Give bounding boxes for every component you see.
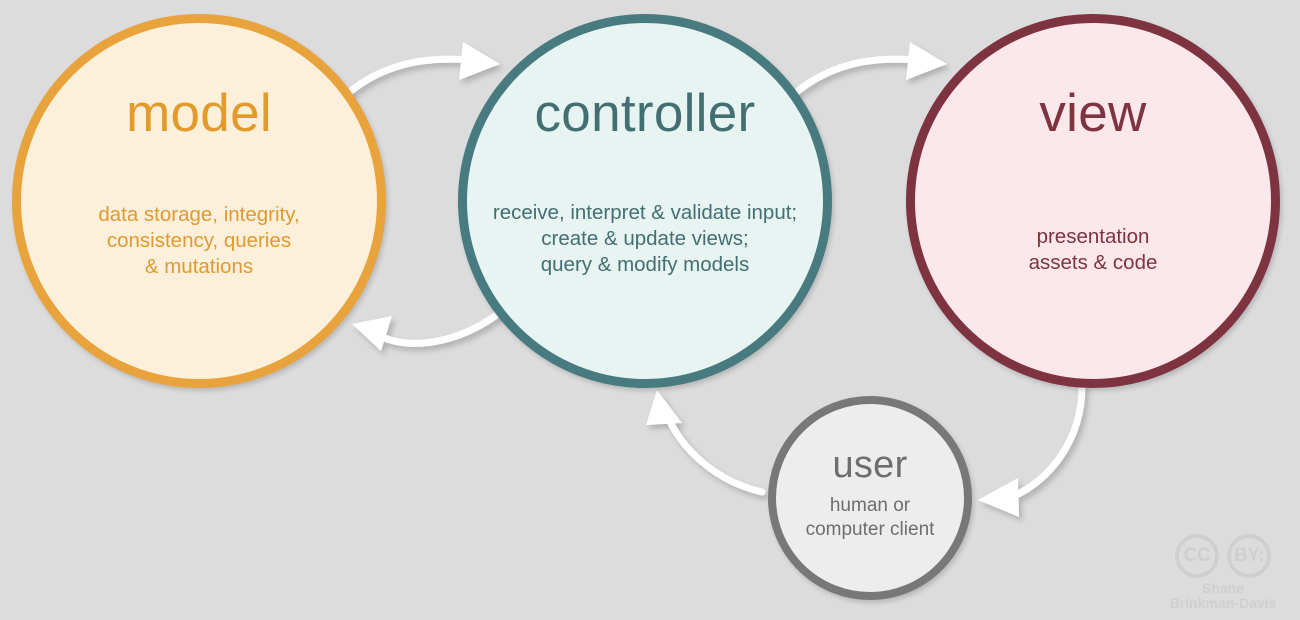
node-user[interactable]: user human or computer client bbox=[768, 396, 972, 600]
node-user-description: human or computer client bbox=[805, 495, 935, 541]
arrow-user-to-controller bbox=[646, 390, 766, 496]
node-user-title: user bbox=[832, 444, 908, 486]
arrow-controller-to-view bbox=[789, 42, 947, 99]
author-name-line2: Brinkman-Davis bbox=[1169, 595, 1277, 612]
node-view-title: view bbox=[1039, 84, 1147, 143]
node-model-description: data storage, integrity, consistency, qu… bbox=[98, 203, 300, 279]
arrow-model-to-controller bbox=[342, 42, 500, 99]
attribution-by-icon: BY: bbox=[1227, 533, 1271, 578]
node-model-title: model bbox=[126, 84, 272, 143]
node-controller-description: receive, interpret & validate input; cre… bbox=[492, 201, 798, 277]
arrow-controller-to-model bbox=[352, 310, 502, 351]
node-model[interactable]: model data storage, integrity, consisten… bbox=[12, 14, 386, 388]
author-name-line1: Shane bbox=[1201, 579, 1244, 596]
node-controller[interactable]: controller receive, interpret & validate… bbox=[458, 14, 832, 388]
arrow-view-to-user bbox=[978, 382, 1086, 517]
node-controller-title: controller bbox=[534, 84, 756, 143]
cc-badge-row: CC BY: bbox=[1175, 533, 1271, 578]
license-credit: CC BY: Shane Brinkman-Davis bbox=[1160, 533, 1286, 612]
node-view[interactable]: view presentation assets & code bbox=[906, 14, 1280, 388]
node-view-description: presentation assets & code bbox=[1028, 225, 1158, 275]
creative-commons-icon: CC bbox=[1175, 533, 1219, 578]
